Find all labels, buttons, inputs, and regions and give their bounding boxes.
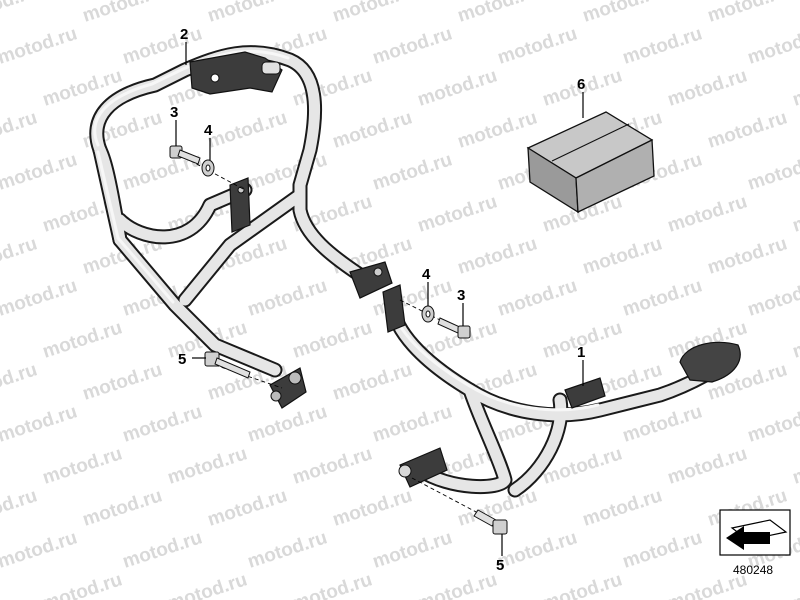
bolt-5b xyxy=(473,509,508,535)
watermark-text: motod.ru xyxy=(330,485,415,530)
watermark-text: motod.ru xyxy=(705,233,790,278)
watermark-text: motod.ru xyxy=(165,569,250,600)
parts-box xyxy=(526,111,655,214)
watermark-text: motod.ru xyxy=(40,317,125,362)
callout-1: 1 xyxy=(577,344,585,361)
watermark-text: motod.ru xyxy=(455,233,540,278)
watermark-text: motod.ru xyxy=(370,23,455,68)
watermark-text: motod.ru xyxy=(620,275,705,320)
watermark-text: motod.ru xyxy=(790,191,800,236)
watermark-text: motod.ru xyxy=(620,23,705,68)
callout-2: 2 xyxy=(180,26,188,43)
watermark-text: motod.ru xyxy=(415,569,500,600)
callout-4-right: 4 xyxy=(422,266,431,283)
watermark-text: motod.ru xyxy=(0,485,40,530)
watermark-text: motod.ru xyxy=(205,0,290,27)
leader-lines xyxy=(175,42,584,556)
watermark-text: motod.ru xyxy=(580,0,665,27)
watermark-text: motod.ru xyxy=(745,23,800,68)
arrow-direction-icon xyxy=(726,519,788,550)
callout-5-right: 5 xyxy=(496,557,504,574)
watermark-text: motod.ru xyxy=(415,191,500,236)
watermark-text: motod.ru xyxy=(245,401,330,446)
callout-4-left: 4 xyxy=(204,122,213,139)
watermark-text: motod.ru xyxy=(370,401,455,446)
callout-3-left: 3 xyxy=(170,104,178,121)
watermark-text: motod.ru xyxy=(0,149,80,194)
watermark-text: motod.ru xyxy=(245,275,330,320)
watermark-text: motod.ru xyxy=(705,107,790,152)
watermark-text: motod.ru xyxy=(0,401,80,446)
watermark-text: motod.ru xyxy=(455,107,540,152)
watermark-text: motod.ru xyxy=(330,107,415,152)
watermark-text: motod.ru xyxy=(415,65,500,110)
watermark-text: motod.ru xyxy=(0,527,80,572)
watermark-text: motod.ru xyxy=(330,359,415,404)
watermark-text: motod.ru xyxy=(580,485,665,530)
callout-5-left: 5 xyxy=(178,351,186,368)
watermark-text: motod.ru xyxy=(745,401,800,446)
watermark-text: motod.ru xyxy=(790,569,800,600)
watermark-text: motod.ru xyxy=(0,359,40,404)
watermark-text: motod.ru xyxy=(120,401,205,446)
watermark-text: motod.ru xyxy=(495,23,580,68)
watermark-text: motod.ru xyxy=(290,569,375,600)
watermark-text: motod.ru xyxy=(665,191,750,236)
watermark-text: motod.ru xyxy=(495,275,580,320)
watermark-text: motod.ru xyxy=(540,569,625,600)
watermark-text: motod.ru xyxy=(790,65,800,110)
bolt-3a xyxy=(169,145,201,165)
watermark-text: motod.ru xyxy=(290,443,375,488)
watermark-text: motod.ru xyxy=(495,527,580,572)
bolt-3b xyxy=(437,317,471,339)
washer-4a xyxy=(201,159,215,177)
watermark-text: motod.ru xyxy=(0,23,80,68)
watermark-text: motod.ru xyxy=(290,317,375,362)
crash-bar-left xyxy=(89,45,393,409)
watermark-text: motod.ru xyxy=(165,443,250,488)
watermark-text: motod.ru xyxy=(80,485,165,530)
watermark-text: motod.ru xyxy=(455,0,540,27)
reference-number: 480248 xyxy=(733,563,773,577)
watermark-text: motod.ru xyxy=(790,443,800,488)
watermark-text: motod.ru xyxy=(205,485,290,530)
watermark-text: motod.ru xyxy=(370,527,455,572)
hardware xyxy=(169,145,508,535)
watermark-text: motod.ru xyxy=(245,527,330,572)
watermark-text: motod.ru xyxy=(790,317,800,362)
watermark-text: motod.ru xyxy=(0,233,40,278)
watermark-text: motod.ru xyxy=(580,233,665,278)
watermark-text: motod.ru xyxy=(665,443,750,488)
watermark-text: motod.ru xyxy=(0,0,40,27)
watermark-text: motod.ru xyxy=(245,149,330,194)
washer-4b xyxy=(421,305,435,323)
watermark-text: motod.ru xyxy=(40,569,125,600)
watermark-text: motod.ru xyxy=(705,0,790,27)
watermark-text: motod.ru xyxy=(80,0,165,27)
watermark-text: motod.ru xyxy=(745,149,800,194)
callout-3-right: 3 xyxy=(457,287,465,304)
watermark-text: motod.ru xyxy=(120,527,205,572)
crash-bar-right xyxy=(382,284,741,498)
bolt-5a xyxy=(204,351,251,379)
callouts: 2 3 4 4 3 5 5 6 1 xyxy=(170,26,585,574)
watermark-text: motod.ru xyxy=(0,107,40,152)
watermark-text: motod.ru xyxy=(620,527,705,572)
direction-badge: 480248 xyxy=(719,509,791,577)
watermark-text: motod.ru xyxy=(80,359,165,404)
watermark-text: motod.ru xyxy=(665,65,750,110)
watermark-text: motod.ru xyxy=(205,107,290,152)
callout-6: 6 xyxy=(577,76,585,93)
watermark-text: motod.ru xyxy=(745,275,800,320)
watermark-text: motod.ru xyxy=(0,275,80,320)
watermark-text: motod.ru xyxy=(40,443,125,488)
watermark-text: motod.ru xyxy=(370,149,455,194)
watermark-text: motod.ru xyxy=(330,0,415,27)
